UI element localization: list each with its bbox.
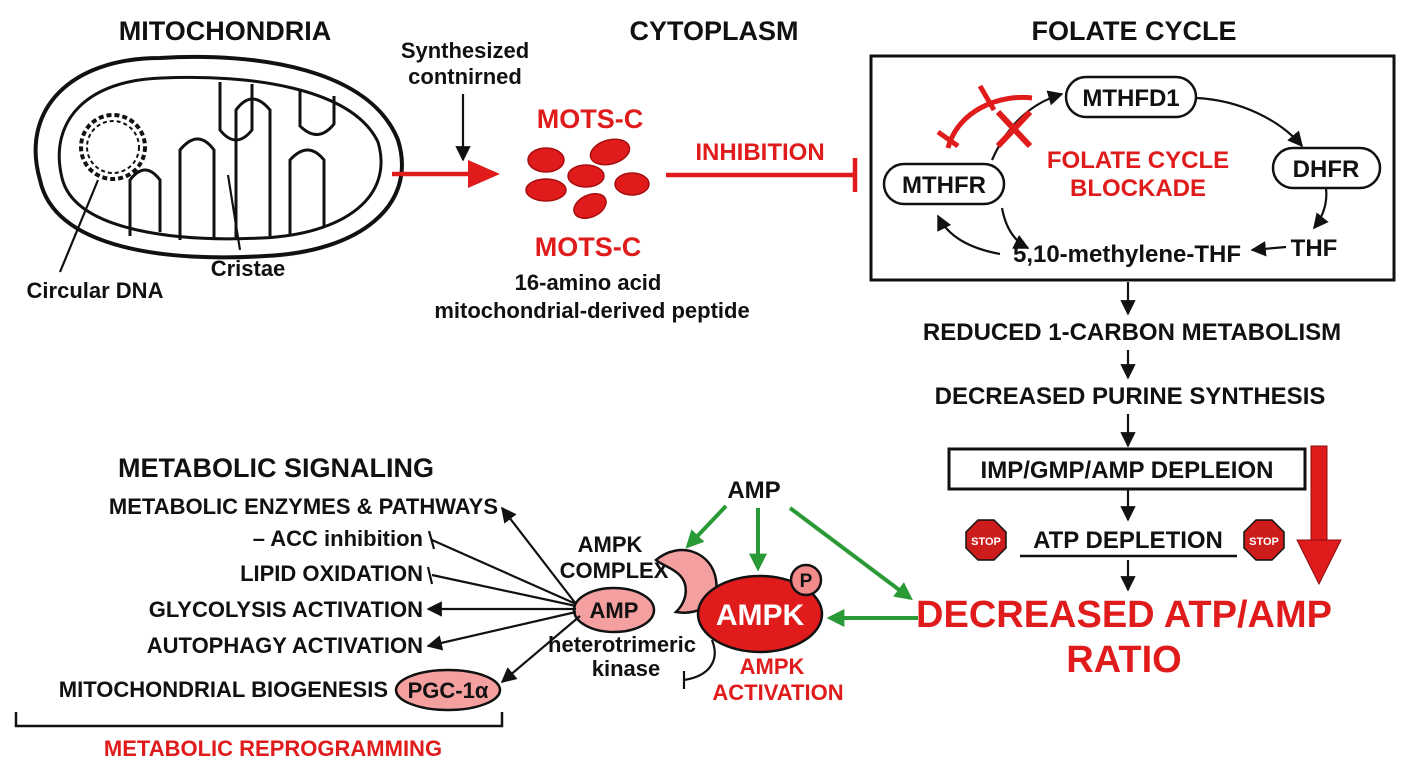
blockade-x-icon xyxy=(995,109,1033,149)
mots-c-top-label: MOTS-C xyxy=(537,104,643,134)
signal-item-lipid: LIPID OXIDATION xyxy=(240,561,423,586)
circular-dna-icon xyxy=(79,113,147,181)
circular-dna-pointer xyxy=(58,179,100,273)
arrow-thf-methylene xyxy=(1250,241,1287,257)
inhib-to-lipid xyxy=(431,573,577,608)
inhibition-label: INHIBITION xyxy=(695,139,824,166)
cytoplasm-title: CYTOPLASM xyxy=(629,16,798,46)
big-red-down-arrow xyxy=(1296,445,1342,586)
signal-item-glycolysis: GLYCOLYSIS ACTIVATION xyxy=(149,597,423,622)
cascade-step1: REDUCED 1-CARBON METABOLISM xyxy=(923,319,1341,346)
mitochondria-section: MITOCHONDRIA Circular DNA Cristae Synthe… xyxy=(27,16,530,303)
mitochondrion-icon xyxy=(33,54,404,260)
peptide-label-line1: 16-amino acid xyxy=(515,270,662,295)
folate-cycle-section: FOLATE CYCLE MTHFD1 MTHFR DHFR THF 5,10-… xyxy=(869,16,1396,282)
metabolic-signaling-section: METABOLIC SIGNALING METABOLIC ENZYMES & … xyxy=(14,453,581,761)
arrow-methylene-mthfr xyxy=(937,214,1001,256)
amp-top-label: AMP xyxy=(727,477,780,504)
blockade-label-line1: FOLATE CYCLE xyxy=(1047,147,1229,174)
signal-item-biogenesis: MITOCHONDRIAL BIOGENESIS xyxy=(59,677,388,702)
phospho-label: P xyxy=(800,571,813,592)
amp-to-complex-arrow xyxy=(685,504,728,549)
phospho-node xyxy=(789,563,823,597)
ampk-activation-line2: ACTIVATION xyxy=(712,680,843,705)
reprogramming-bracket xyxy=(14,712,504,728)
cascade-step3: IMP/GMP/AMP DEPLEION xyxy=(981,457,1274,484)
stop-sign-left-text: STOP xyxy=(971,536,1001,548)
amp-to-ratio-arrow xyxy=(788,506,913,601)
kinase-label-line2: kinase xyxy=(592,656,661,681)
kinase-label-line1: heterotrimeric xyxy=(548,632,696,657)
signal-item-autophagy: AUTOPHAGY ACTIVATION xyxy=(147,633,423,658)
cascade-step2: DECREASED PURINE SYNTHESIS xyxy=(935,383,1326,410)
folate-cycle-title: FOLATE CYCLE xyxy=(1032,16,1237,46)
arrow-mthfd1-dhfr xyxy=(1195,96,1303,148)
blockade-label-line2: BLOCKADE xyxy=(1070,175,1206,202)
cristae-pointer xyxy=(226,174,242,251)
arrow-to-autophagy xyxy=(426,610,577,651)
peptide-label-line2: mitochondrial-derived peptide xyxy=(434,298,749,323)
ampk-activation-line1: AMPK xyxy=(740,654,805,679)
inhib-bar-lipid xyxy=(426,566,434,585)
dhfr-label: DHFR xyxy=(1293,156,1360,183)
thf-label: THF xyxy=(1291,235,1338,262)
metabolic-signaling-title: METABOLIC SIGNALING xyxy=(118,453,434,483)
folate-cycle-box xyxy=(869,54,1396,282)
stop-sign-right-text: STOP xyxy=(1249,536,1279,548)
regulatory-subunit-icon xyxy=(654,548,718,614)
ratio-label-line2: RATIO xyxy=(1066,639,1181,681)
mthfr-label: MTHFR xyxy=(902,172,986,199)
depletion-box xyxy=(947,447,1307,491)
cascade-section: REDUCED 1-CARBON METABOLISM DECREASED PU… xyxy=(916,282,1342,681)
blockade-bar-mthfd1 xyxy=(977,84,997,112)
inhib-to-acc xyxy=(431,538,577,606)
cristae-label: Cristae xyxy=(211,256,286,281)
ampk-complex-label-line1: AMPK xyxy=(578,532,643,557)
mthfd1-node xyxy=(1064,75,1198,119)
pgc-node xyxy=(394,668,502,712)
mots-c-bottom-label: MOTS-C xyxy=(535,232,641,262)
signal-item-enzymes: METABOLIC ENZYMES & PATHWAYS xyxy=(109,494,498,519)
pgc-label: PGC-1α xyxy=(408,678,489,703)
arrow-dhfr-thf xyxy=(1313,187,1329,230)
metabolic-reprogramming-label: METABOLIC REPROGRAMMING xyxy=(104,736,442,761)
methylene-thf-label: 5,10-methylene-THF xyxy=(1013,241,1241,268)
synthesized-label-line1: Synthesized xyxy=(401,38,529,63)
cascade-step4: ATP DEPLETION xyxy=(1033,527,1223,554)
mitochondria-title: MITOCHONDRIA xyxy=(119,16,332,46)
synthesized-label-line2: contnirned xyxy=(408,64,522,89)
ampk-complex-label-line2: COMPLEX xyxy=(560,558,669,583)
cytoplasm-section: CYTOPLASM MOTS-C MOTS-C 16-amino acid mi… xyxy=(434,16,858,323)
blockade-arc xyxy=(945,94,1033,149)
ampk-main-node xyxy=(696,574,824,654)
inhib-bar-acc xyxy=(427,530,436,550)
arrow-to-biogenesis xyxy=(500,615,581,683)
amp-subunit-label: AMP xyxy=(590,598,639,623)
stop-sign-left-icon: STOP xyxy=(965,519,1007,561)
mthfr-node xyxy=(882,162,1006,206)
signal-item-acc: – ACC inhibition xyxy=(253,526,423,551)
circular-dna-label: Circular DNA xyxy=(27,278,164,303)
arrow-to-enzymes xyxy=(501,506,577,605)
ampk-main-label: AMPK xyxy=(716,599,805,632)
mthfd1-label: MTHFD1 xyxy=(1082,85,1179,112)
arrow-mthfr-methylene xyxy=(1000,207,1030,249)
ratio-label-line1: DECREASED ATP/AMP xyxy=(916,594,1332,636)
blockade-bar-mthfr xyxy=(936,129,960,149)
ampk-section: AMP AMPK COMPLEX AMP AMPK P heterotrimer… xyxy=(548,477,918,705)
stop-sign-right-icon: STOP xyxy=(1243,519,1285,561)
kinase-feedback-curve xyxy=(683,639,716,682)
mots-c-peptide-icons xyxy=(525,138,650,220)
export-arrow-head xyxy=(468,160,500,188)
